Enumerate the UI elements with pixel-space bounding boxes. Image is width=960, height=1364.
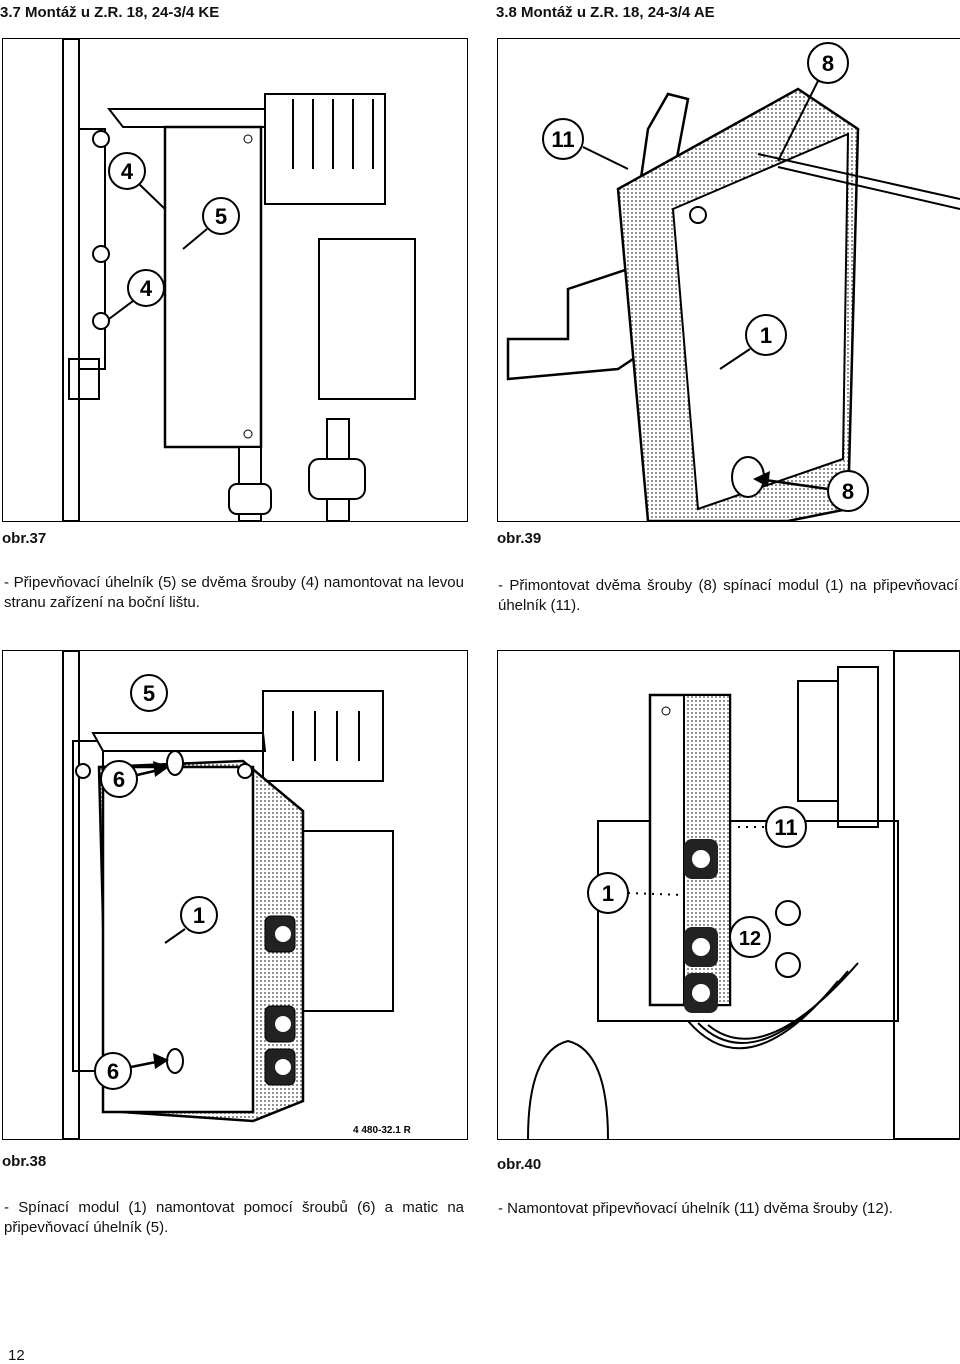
figure-37-illustration: 4 5 4 — [2, 38, 468, 522]
figure-38-illustration: 5 6 1 6 4 480-32.1 R — [2, 650, 468, 1140]
figure-40-caption: obr.40 — [497, 1156, 542, 1173]
callout-1: 1 — [745, 314, 787, 356]
svg-text:11: 11 — [551, 127, 574, 152]
svg-text:11: 11 — [774, 815, 797, 840]
callout-6-top: 6 — [100, 760, 138, 798]
callout-4-upper: 4 — [108, 152, 146, 190]
callout-11: 11 — [542, 118, 584, 160]
svg-text:4: 4 — [140, 276, 153, 301]
callout-5: 5 — [130, 674, 168, 712]
figure-38-description: - Spínací modul (1) namontovat pomocí šr… — [4, 1199, 464, 1236]
svg-text:1: 1 — [602, 881, 614, 906]
svg-text:12: 12 — [739, 928, 761, 950]
callout-6-bottom: 6 — [94, 1052, 132, 1090]
callout-1: 1 — [180, 896, 218, 934]
section-heading-3-8: 3.8 Montáž u Z.R. 18, 24-3/4 AE — [496, 4, 715, 21]
svg-text:8: 8 — [842, 479, 854, 504]
figure-40-illustration: 11 1 12 — [497, 650, 960, 1140]
svg-text:4: 4 — [121, 159, 134, 184]
callout-5: 5 — [202, 197, 240, 235]
svg-text:6: 6 — [113, 767, 125, 792]
callout-12: 12 — [729, 916, 771, 958]
figure-37-caption: obr.37 — [2, 530, 47, 547]
svg-text:5: 5 — [215, 204, 227, 229]
svg-text:8: 8 — [822, 51, 834, 76]
page-number: 12 — [8, 1347, 25, 1364]
figure-38-caption: obr.38 — [2, 1153, 47, 1170]
figure-37-description: - Připevňovací úhelník (5) se dvěma šrou… — [4, 574, 464, 611]
callout-11: 11 — [765, 806, 807, 848]
callout-4-lower: 4 — [127, 269, 165, 307]
svg-text:1: 1 — [760, 323, 772, 348]
section-heading-3-7: 3.7 Montáž u Z.R. 18, 24-3/4 KE — [0, 4, 220, 21]
callout-1: 1 — [587, 872, 629, 914]
figure-39-description: - Přimontovat dvěma šrouby (8) spínací m… — [498, 577, 958, 614]
svg-text:1: 1 — [193, 903, 205, 928]
figure-40-description: - Namontovat připevňovací úhelník (11) d… — [498, 1200, 893, 1217]
callout-8-bottom: 8 — [827, 470, 869, 512]
svg-text:6: 6 — [107, 1059, 119, 1084]
figure-39-illustration: 8 11 1 8 — [497, 38, 960, 522]
callout-8-top: 8 — [807, 42, 849, 84]
figure-39-caption: obr.39 — [497, 530, 542, 547]
drawing-code: 4 480-32.1 R — [353, 1125, 412, 1136]
svg-text:5: 5 — [143, 681, 155, 706]
